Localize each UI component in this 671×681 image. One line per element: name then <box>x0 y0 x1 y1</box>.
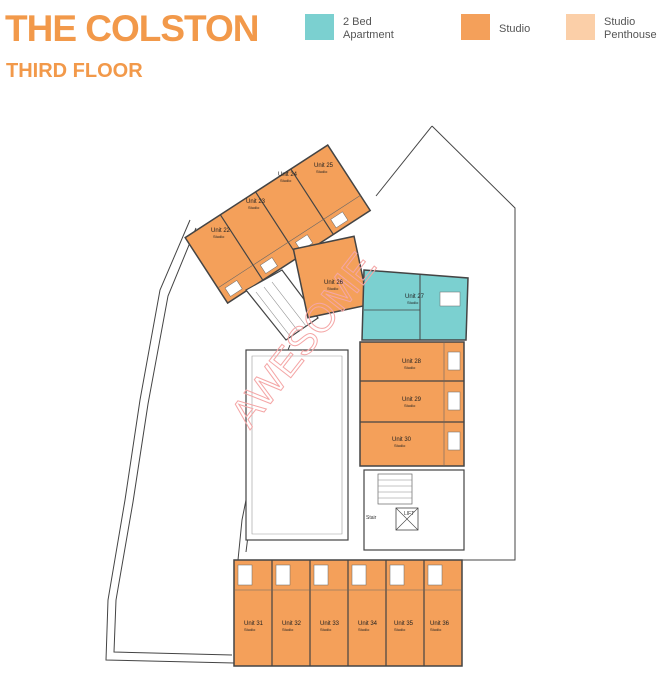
legend-swatch-penthouse <box>566 14 595 40</box>
legend-label-studio: Studio <box>499 23 531 35</box>
core-east: LIFT Stair <box>363 469 465 551</box>
unit-32-label: Unit 32 <box>282 621 302 627</box>
stair-label: Stair <box>366 515 377 521</box>
unit-33-type: Studio <box>320 627 332 632</box>
legend-label-2bed: 2 Bed Apartment <box>343 16 394 41</box>
courtyard <box>245 349 349 541</box>
unit-29-type: Studio <box>404 403 416 408</box>
unit-36-label: Unit 36 <box>430 621 450 627</box>
unit-34-type: Studio <box>358 627 370 632</box>
unit-33-label: Unit 33 <box>320 621 340 627</box>
unit-31-type: Studio <box>244 627 256 632</box>
unit-23-type: Studio <box>248 205 260 210</box>
legend-swatch-2bed <box>305 14 334 40</box>
unit-31-label: Unit 31 <box>244 621 264 627</box>
unit-26-area <box>292 235 370 319</box>
unit-35-label: Unit 35 <box>394 621 414 627</box>
legend-label-penthouse: Studio Penthouse <box>604 16 657 41</box>
unit-28-type: Studio <box>404 365 416 370</box>
unit-27-label: Unit 27 <box>405 294 425 300</box>
unit-26-type: Studio <box>327 286 339 291</box>
unit-30-label: Unit 30 <box>392 437 412 443</box>
legend-swatch-studio <box>461 14 490 40</box>
page-title: THE COLSTON <box>5 8 259 49</box>
unit-22-type: Studio <box>213 234 225 239</box>
unit-28-label: Unit 28 <box>402 359 422 365</box>
unit-29-label: Unit 29 <box>402 397 422 403</box>
unit-34-label: Unit 34 <box>358 621 378 627</box>
unit-35-type: Studio <box>394 627 406 632</box>
floor-subtitle: THIRD FLOOR <box>6 60 143 82</box>
unit-25-type: Studio <box>316 169 328 174</box>
unit-30-type: Studio <box>394 443 406 448</box>
lift-label: LIFT <box>404 511 414 517</box>
unit-24-label: Unit 24 <box>278 172 298 178</box>
unit-24-type: Studio <box>280 178 292 183</box>
unit-27-type: Studio <box>407 300 419 305</box>
unit-36-type: Studio <box>430 627 442 632</box>
east-stack <box>359 341 465 467</box>
unit-23-label: Unit 23 <box>246 199 266 205</box>
stair-nw <box>245 269 319 341</box>
unit-27-area <box>361 269 469 341</box>
unit-22-label: Unit 22 <box>211 228 231 234</box>
unit-32-type: Studio <box>282 627 294 632</box>
unit-25-label: Unit 25 <box>314 163 334 169</box>
unit-26-label: Unit 26 <box>324 280 344 286</box>
